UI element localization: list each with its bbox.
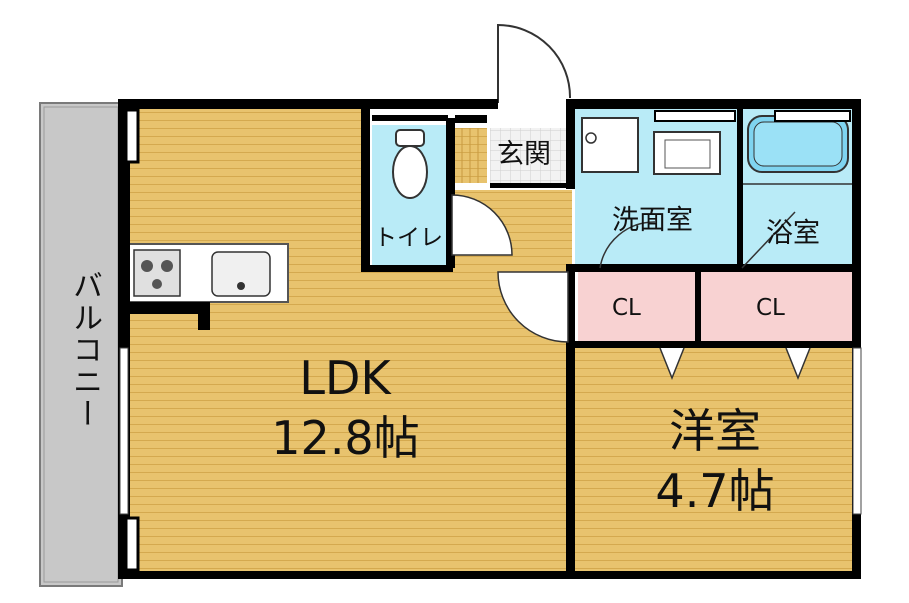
- ldk-floor: [122, 103, 570, 575]
- toilet-label: トイレ: [374, 225, 443, 251]
- washing-machine-icon: [581, 117, 639, 173]
- western-room-floor: [575, 348, 858, 575]
- toilet-door[interactable]: [451, 194, 513, 256]
- toilet-bowl-icon: [392, 145, 428, 199]
- ldk-name: LDK: [299, 351, 391, 405]
- closet-right-label: CL: [756, 295, 785, 321]
- walls: [118, 99, 861, 579]
- closet-left-label: CL: [612, 295, 641, 321]
- sink-icon: [211, 251, 271, 297]
- bathroom-label: 浴室: [766, 218, 820, 249]
- entrance-label: 玄関: [497, 139, 551, 170]
- closet-right: [700, 272, 855, 344]
- western-room-name: 洋室: [669, 404, 761, 458]
- ldk-size: 12.8帖: [271, 411, 420, 465]
- closet-left: [578, 272, 695, 344]
- balcony-label: バルコニー: [67, 270, 102, 430]
- entrance-floor: [490, 128, 570, 183]
- washroom-door[interactable]: [741, 211, 796, 269]
- stove-icon: [133, 249, 181, 297]
- balcony: [39, 102, 123, 587]
- washroom-label: 洗面室: [612, 205, 693, 236]
- western-room-size: 4.7帖: [655, 464, 775, 518]
- ldk-door[interactable]: [497, 271, 569, 343]
- entrance-door[interactable]: [497, 23, 572, 103]
